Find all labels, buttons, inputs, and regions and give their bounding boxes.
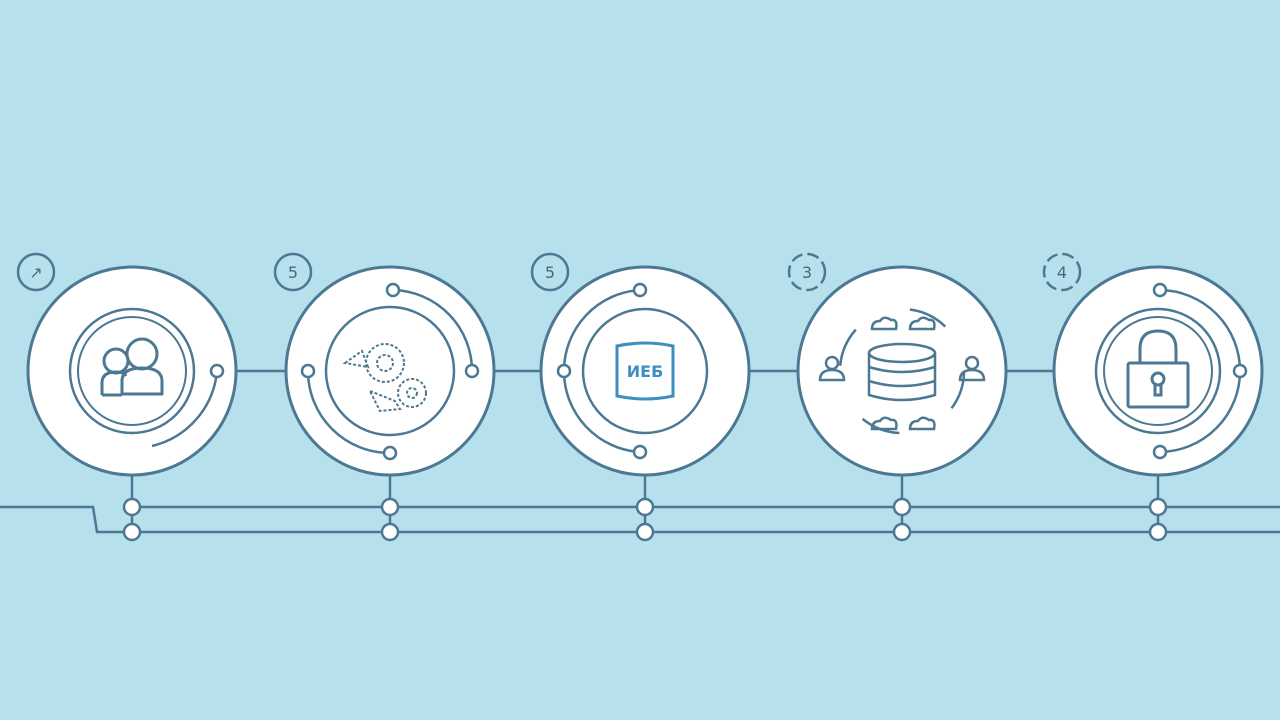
step-badge-3: 5 [530,252,570,292]
database-sync-icon [818,316,986,431]
orbit-dot [1232,363,1248,379]
user-icon [818,355,846,382]
bus-node [1148,522,1168,542]
step-badge-label: 5 [545,263,555,282]
lock-icon [1126,329,1190,409]
step-5 [1052,265,1264,542]
step-node-circle [284,265,496,477]
step-node-circle [26,265,238,477]
inner-ring [1103,316,1213,426]
bus-node [892,497,912,517]
orbit-arc [1159,288,1242,372]
step-badges: ↗ 5 5 3 4 [16,252,1082,292]
orbit-dot [556,363,572,379]
document-icon: ИЕБ [615,341,675,401]
bus-node [380,497,400,517]
inner-ring [77,316,187,426]
step-node-circle [539,265,751,477]
orbit-arc [1159,370,1242,454]
step-4 [796,265,1008,542]
bus-node [892,522,912,542]
bus-line-upper [0,505,1280,534]
step-badge-label: ↗ [29,263,42,282]
inner-ring [324,305,456,437]
step-1 [26,265,238,542]
orbit-arc [151,370,219,448]
bus-node [122,522,142,542]
orbit-arc [392,288,474,372]
step-node-circle [1052,265,1264,477]
orbit-arc [306,370,391,455]
step-badge-4: 3 [787,252,827,292]
orbit-dot [632,282,648,298]
step-3: ИЕБ [539,265,751,542]
step-badge-label: 5 [288,263,298,282]
step-badge-2: 5 [273,252,313,292]
step-badge-1: ↗ [16,252,56,292]
users-icon [100,337,164,397]
inner-ring [581,307,709,435]
inner-ring [68,307,196,435]
orbit-dot [1152,282,1168,298]
orbit-dot [209,363,225,379]
step-badge-label: 3 [802,263,812,282]
step-2 [284,265,496,542]
gears-icon [342,343,427,413]
bus-node [635,497,655,517]
orbit-arc [562,288,641,372]
bus-node [122,497,142,517]
step-badge-5: 4 [1042,252,1082,292]
document-icon-text: ИЕБ [627,362,664,381]
orbit-dot [385,282,401,298]
orbit-dot [382,445,398,461]
orbit-dot [632,444,648,460]
step-badge-label: 4 [1057,263,1067,282]
user-icon [958,355,986,382]
bus-node [380,522,400,542]
orbit-dot [300,363,316,379]
bus-node [635,522,655,542]
orbit-dot [1152,444,1168,460]
orbit-dot [464,363,480,379]
cloud-icon [870,316,936,431]
orbit-arc [562,370,641,454]
inner-ring [1094,307,1222,435]
bus-lines [0,369,1280,534]
bus-node [1148,497,1168,517]
